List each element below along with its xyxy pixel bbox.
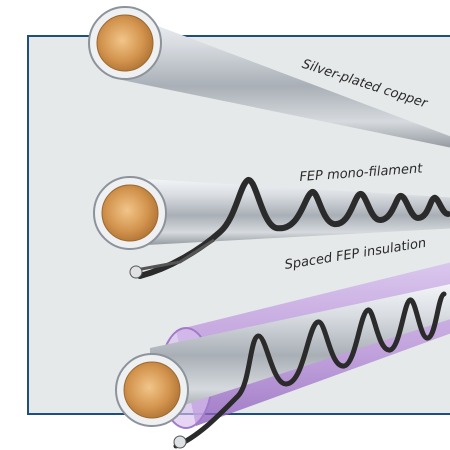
spacer-filament-end — [174, 436, 186, 448]
cable-2-copper-core — [102, 185, 158, 241]
cable-1-copper-core — [97, 15, 153, 71]
cable-3-copper-core — [124, 362, 180, 418]
fep-filament-end — [130, 266, 142, 278]
